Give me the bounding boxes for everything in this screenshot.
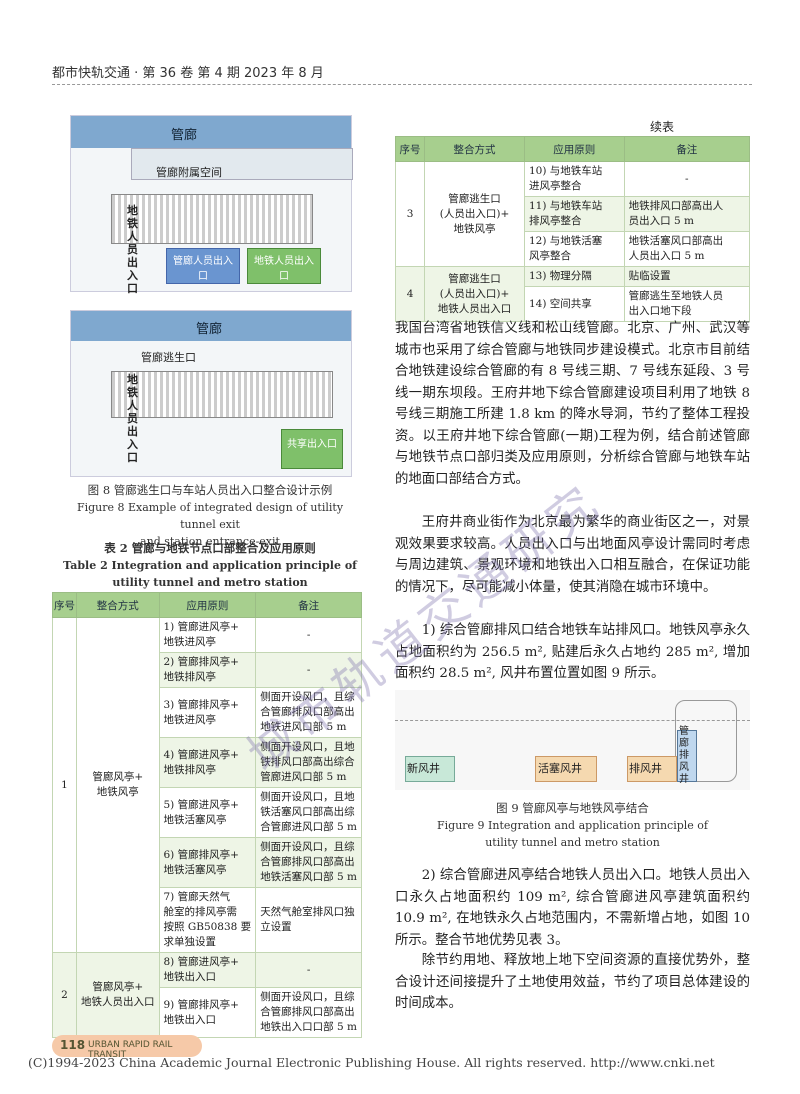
table-2-title: 表 2 管廊与地铁节点口部整合及应用原则 Table 2 Integration… xyxy=(63,541,357,589)
figure-8-top: 管廊 管廊附属空间 地铁人员出入口 管廊人员出入口 地铁人员出入口 xyxy=(70,115,353,295)
note-cell: 贴临设置 xyxy=(623,266,751,287)
note-cell: - xyxy=(623,161,751,197)
row-number-cell: 2 xyxy=(52,952,77,1038)
table-header-cell: 整合方式 xyxy=(424,136,525,162)
principle-cell: 7) 管廊天然气舱室的排风亭需按照 GB50838 要求单独设置 xyxy=(158,887,257,953)
principle-cell: 10) 与地铁车站进风亭整合 xyxy=(523,161,625,197)
note-cell: 天然气舱室排风口独立设置 xyxy=(255,887,362,953)
table-continued-label: 续表 xyxy=(650,120,675,134)
note-cell: - xyxy=(255,617,362,653)
new-shaft-label: 新风井 xyxy=(407,762,440,775)
journal-name-en: URBAN RAPID RAIL TRANSIT xyxy=(88,1040,173,1060)
tunnel-shaft-label: 管廊排风井 xyxy=(679,726,689,785)
figure-9: 新风井 活塞风井 排风井 管廊排风井 xyxy=(395,690,750,790)
table-header-cell: 备注 xyxy=(623,136,751,162)
table-header-cell: 应用原则 xyxy=(523,136,625,162)
note-cell: 侧面开设风口，且地铁活塞风口部高出综合管廊进风口部 5 m xyxy=(255,787,362,838)
note-cell: 侧面开设风口，且综合管廊排风口部高出地铁活塞风口部 5 m xyxy=(255,837,362,888)
utility-exit-label: 管廊人员出入口 xyxy=(173,256,233,282)
table-header-cell: 序号 xyxy=(52,592,77,618)
metro-exit-label: 地铁人员出入口 xyxy=(254,256,314,282)
principle-cell: 11) 与地铁车站排风亭整合 xyxy=(523,196,625,232)
method-cell: 管廊逃生口(人员出入口)+地铁风亭 xyxy=(424,161,525,267)
annex-label: 管廊附属空间 xyxy=(156,166,222,179)
paragraph-5: 除节约用地、释放地上地下空间资源的直接优势外，整合设计还间接提升了土地使用效益，… xyxy=(395,953,750,1011)
station-exit-label: 地铁人员出入口 xyxy=(127,373,138,464)
row-number-cell: 1 xyxy=(52,617,77,953)
row-number-cell: 3 xyxy=(394,161,426,267)
paragraph-3: 1) 综合管廊排风口结合地铁车站排风口。地铁风亭永久占地面积约为 256.5 m… xyxy=(395,623,750,681)
note-cell: - xyxy=(255,952,362,988)
paragraph-4: 2) 综合管廊进风亭结合地铁人员出入口。地铁人员出入口永久占地面积约 109 m… xyxy=(395,868,750,948)
running-header: 都市快轨交通 · 第 36 卷 第 4 期 2023 年 8 月 xyxy=(52,66,324,81)
header-rule xyxy=(52,84,752,85)
piston-shaft-label: 活塞风井 xyxy=(538,762,582,775)
page-badge: 118 URBAN RAPID RAIL TRANSIT xyxy=(52,1035,202,1060)
row-number-cell: 4 xyxy=(394,266,426,322)
principle-cell: 14) 空间共享 xyxy=(523,286,625,322)
principle-cell: 9) 管廊排风亭+地铁出入口 xyxy=(158,987,257,1038)
copyright-footer: (C)1994-2023 China Academic Journal Elec… xyxy=(28,1055,715,1070)
station-exit-label: 地铁人员出入口 xyxy=(127,204,138,295)
method-cell: 管廊风亭+地铁风亭 xyxy=(76,617,160,953)
table-row: 9) 管廊排风亭+地铁出入口侧面开设风口，且综合管廊排风口部高出地铁出入口口部 … xyxy=(53,987,362,1038)
note-cell: 侧面开设风口，且地铁排风口部高出综合管廊进风口部 5 m xyxy=(255,737,362,788)
principle-cell: 12) 与地铁活塞风亭整合 xyxy=(523,231,625,267)
page-number: 118 xyxy=(60,1038,86,1052)
principle-cell: 1) 管廊进风亭+地铁进风亭 xyxy=(158,617,257,653)
note-cell: 地铁排风口部高出人员出入口 5 m xyxy=(623,196,751,232)
corridor-band xyxy=(71,116,351,148)
corridor-label: 管廊 xyxy=(196,322,223,337)
note-cell: 侧面开设风口，且综合管廊排风口部高出地铁出入口口部 5 m xyxy=(255,987,362,1038)
figure-9-caption: 图 9 管廊风亭与地铁风亭结合 Figure 9 Integration and… xyxy=(437,801,708,849)
table-row: 6) 管廊排风亭+地铁活塞风亭侧面开设风口，且综合管廊排风口部高出地铁活塞风口部… xyxy=(53,837,362,888)
figure-8-caption: 图 8 管廊逃生口与车站人员出入口整合设计示例 Figure 8 Example… xyxy=(76,483,344,548)
method-cell: 管廊风亭+地铁人员出入口 xyxy=(76,952,160,1038)
corridor-label: 管廊 xyxy=(171,128,198,143)
principle-cell: 2) 管廊排风亭+地铁排风亭 xyxy=(158,652,257,688)
exhaust-shaft-label: 排风井 xyxy=(629,762,662,775)
note-cell: 侧面开设风口，且综合管廊排风口部高出地铁进风口部 5 m xyxy=(255,687,362,738)
table-row: 7) 管廊天然气舱室的排风亭需按照 GB50838 要求单独设置天然气舱室排风口… xyxy=(53,887,362,953)
table-row: 14) 空间共享管廊逃生至地铁人员出入口地下段 xyxy=(396,286,751,322)
method-cell: 管廊逃生口(人员出入口)+地铁人员出入口 xyxy=(424,266,525,322)
principle-cell: 13) 物理分隔 xyxy=(523,266,625,287)
escape-label: 管廊逃生口 xyxy=(141,351,196,364)
figure-8-bottom: 管廊 管廊逃生口 地铁人员出入口 共享出入口 xyxy=(70,310,352,477)
table-header-cell: 整合方式 xyxy=(76,592,160,618)
table-row: 5) 管廊进风亭+地铁活塞风亭侧面开设风口，且地铁活塞风口部高出综合管廊进风口部… xyxy=(53,787,362,838)
principle-cell: 5) 管廊进风亭+地铁活塞风亭 xyxy=(158,787,257,838)
paragraph-1: 我国台湾省地铁信义线和松山线管廊。北京、广州、武汉等城市也采用了综合管廊与地铁同… xyxy=(395,321,750,487)
table-header-cell: 备注 xyxy=(255,592,362,618)
paragraph-2: 王府井商业街作为北京最为繁华的商业街区之一，对景观效果要求较高。人员出入口与出地… xyxy=(395,515,750,595)
table-row: 2) 管廊排风亭+地铁排风亭- xyxy=(53,652,362,688)
table-row: 12) 与地铁活塞风亭整合地铁活塞风口部高出人员出入口 5 m xyxy=(396,231,751,267)
note-cell: - xyxy=(255,652,362,688)
table-header-cell: 应用原则 xyxy=(158,592,257,618)
table-row: 11) 与地铁车站排风亭整合地铁排风口部高出人员出入口 5 m xyxy=(396,196,751,232)
table-header-cell: 序号 xyxy=(394,136,426,162)
principle-cell: 6) 管廊排风亭+地铁活塞风亭 xyxy=(158,837,257,888)
note-cell: 地铁活塞风口部高出人员出入口 5 m xyxy=(623,231,751,267)
note-cell: 管廊逃生至地铁人员出入口地下段 xyxy=(623,286,751,322)
shared-exit-label: 共享出入口 xyxy=(287,439,337,450)
principle-cell: 8) 管廊进风亭+地铁出入口 xyxy=(158,952,257,988)
